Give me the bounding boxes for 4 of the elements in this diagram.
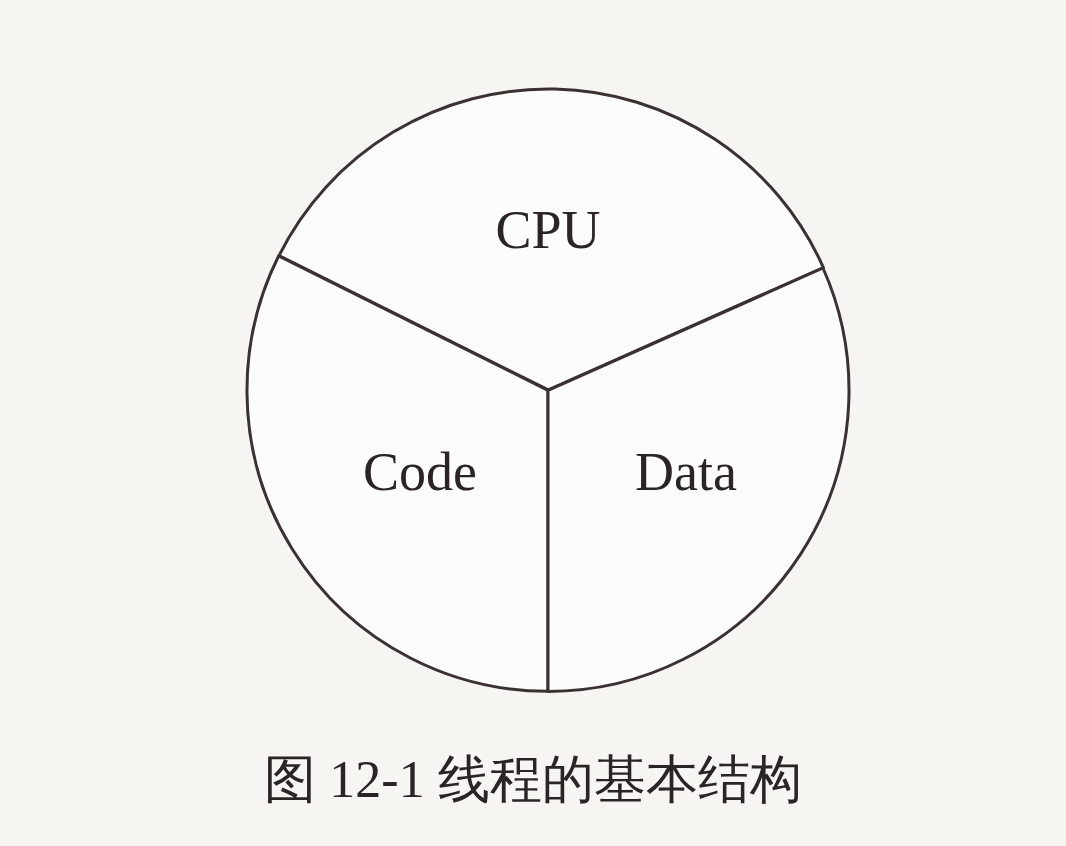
sector-label: CPU (495, 199, 601, 261)
figure-caption: 图 12-1 线程的基本结构 (263, 750, 803, 810)
sector-label: Code (363, 441, 477, 503)
sector-label: Data (635, 441, 737, 503)
